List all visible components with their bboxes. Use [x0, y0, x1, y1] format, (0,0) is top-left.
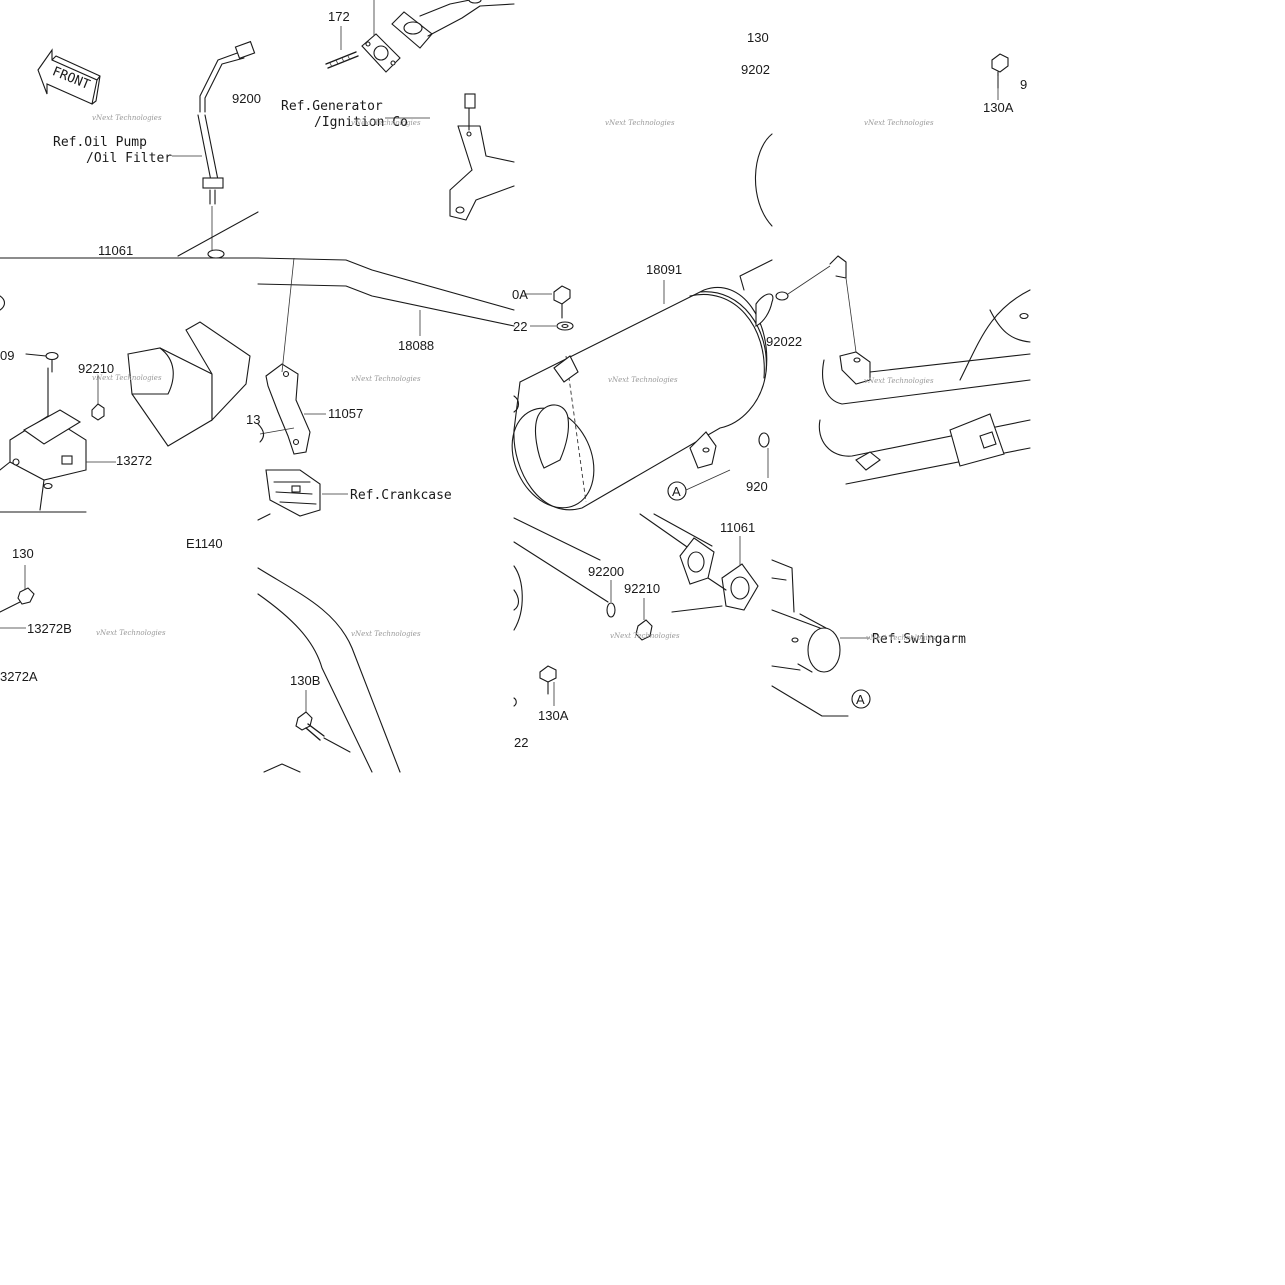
ignition-bracket: [449, 93, 515, 221]
label-13272A: 3272A: [0, 669, 38, 684]
svg-text:vNext Technologies: vNext Technologies: [96, 629, 166, 637]
label-92200: 92200: [588, 564, 624, 579]
label-22-bot: 22: [514, 735, 528, 750]
label-130A-top: 130A: [983, 100, 1014, 115]
exhaust-flange: [391, 0, 515, 49]
bolt-130B: [295, 690, 351, 753]
label-13272: 13272: [116, 453, 152, 468]
label-92210-left: 92210: [78, 361, 114, 376]
ref-generator: Ref.Generator: [281, 99, 383, 114]
swingarm-bottom: [771, 559, 870, 717]
label-92210-mid: 92210: [624, 581, 660, 596]
label-920-cut: 920: [746, 479, 768, 494]
bolt-130-bl: [0, 565, 35, 613]
nut-92210: [635, 598, 653, 641]
label-22-mid: 22: [513, 319, 527, 334]
label-18088: 18088: [398, 338, 434, 353]
callout-a-2: A: [851, 689, 871, 709]
svg-text:vNext Technologies: vNext Technologies: [351, 375, 421, 383]
bracket-11057: [265, 257, 326, 455]
svg-text:A: A: [856, 692, 865, 707]
ref-oil-filter: /Oil Filter: [86, 151, 172, 166]
ref-oil-pump: Ref.Oil Pump: [53, 135, 147, 150]
svg-text:vNext Technologies: vNext Technologies: [610, 632, 680, 640]
label-09: 09: [0, 348, 14, 363]
label-130B: 130B: [290, 673, 320, 688]
heat-guard-13272: [0, 321, 251, 511]
gasket: [361, 33, 401, 73]
label-11061-mid: 11061: [720, 520, 755, 535]
bolt-130A-top: [991, 53, 1009, 89]
label-130-top: 130: [747, 30, 769, 45]
label-130A-bot: 130A: [538, 708, 569, 723]
swingarm-frame-top: [775, 255, 1031, 485]
ref-swingarm: Ref.Swingarm: [872, 632, 966, 647]
label-E1140: E1140: [186, 536, 223, 551]
svg-text:vNext Technologies: vNext Technologies: [351, 630, 421, 638]
callout-a-1: A: [667, 481, 687, 501]
svg-text:vNext Technologies: vNext Technologies: [92, 114, 162, 122]
label-18091: 18091: [646, 262, 682, 277]
svg-text:vNext Technologies: vNext Technologies: [864, 377, 934, 385]
label-11057: 11057: [328, 406, 363, 421]
stud-172: [325, 51, 359, 69]
bolt-0A: [553, 285, 571, 319]
label-9-right: 9: [1020, 77, 1027, 92]
svg-text:vNext Technologies: vNext Technologies: [866, 634, 936, 642]
ref-crankcase: Ref.Crankcase: [350, 488, 452, 503]
label-13-cut: 13: [246, 412, 260, 427]
watermarks: vNext Technologies vNext Technologies vN…: [92, 114, 936, 642]
label-0A: 0A: [512, 287, 528, 302]
exhaust-pipe-bottom: [513, 513, 759, 613]
label-11061-left: 11061: [98, 243, 133, 258]
label-9200-top: 9200: [232, 91, 261, 106]
svg-text:vNext Technologies: vNext Technologies: [92, 374, 162, 382]
bolt-130A-bot: [539, 665, 557, 706]
label-13272B: 13272B: [27, 621, 72, 636]
frame-18088: [257, 257, 515, 336]
crankcase-part: [265, 469, 321, 517]
frame-tube: [257, 567, 401, 773]
label-9202-top: 9202: [741, 62, 770, 77]
svg-text:vNext Technologies: vNext Technologies: [605, 119, 675, 127]
label-172: 172: [328, 9, 350, 24]
svg-text:vNext Technologies: vNext Technologies: [864, 119, 934, 127]
svg-text:vNext Technologies: vNext Technologies: [608, 376, 678, 384]
label-92022: 92022: [766, 334, 802, 349]
oil-pipe: [197, 40, 256, 250]
muffler-18091: [511, 280, 768, 511]
front-arrow-icon: FRONT: [37, 48, 101, 105]
svg-text:vNext Technologies: vNext Technologies: [351, 119, 421, 127]
svg-text:A: A: [672, 484, 681, 499]
ref-ignition: /Ignition Co: [314, 115, 408, 130]
label-130-bl: 130: [12, 546, 34, 561]
